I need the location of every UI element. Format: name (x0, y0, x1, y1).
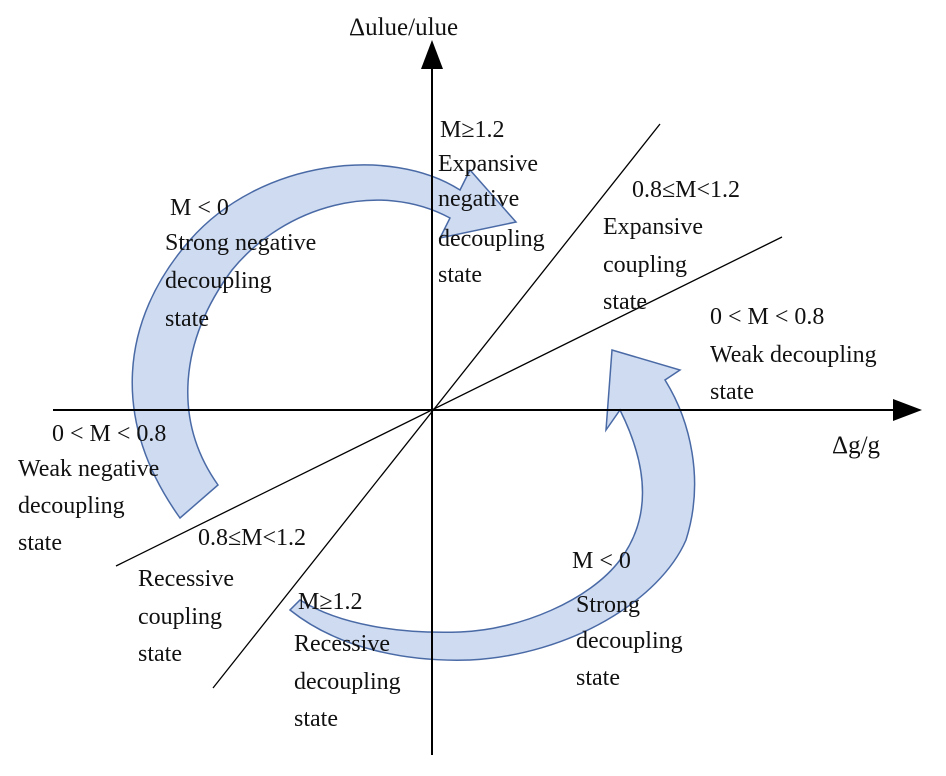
strong-negative-condition: M < 0 (170, 195, 229, 221)
expansive-negative-line4: state (438, 262, 482, 288)
weak-negative-condition: 0 < M < 0.8 (52, 421, 167, 447)
expansive-negative-condition: M≥1.2 (440, 117, 505, 143)
expansive-negative-line1: Expansive (438, 151, 538, 177)
boundary-line-shallow (115, 236, 783, 567)
recessive-coupling-condition: 0.8≤M<1.2 (198, 525, 307, 551)
strong-decoupling-line3: state (576, 665, 620, 691)
expansive-coupling-condition: 0.8≤M<1.2 (632, 177, 741, 203)
recessive-decoupling-condition: M≥1.2 (298, 589, 363, 615)
strong-decoupling-line2: decoupling (576, 628, 683, 654)
recessive-decoupling-line3: state (294, 706, 338, 732)
recessive-coupling-line3: state (138, 641, 182, 667)
expansive-negative-line3: decoupling (438, 226, 545, 252)
recessive-coupling-line2: coupling (138, 604, 222, 630)
y-axis-label: Δulue/ulue (349, 14, 459, 41)
x-axis-label: Δg/g (832, 432, 881, 459)
boundary-line-steep (212, 123, 661, 689)
recessive-decoupling-line1: Recessive (294, 631, 390, 657)
weak-decoupling-condition: 0 < M < 0.8 (710, 304, 825, 330)
strong-decoupling-condition: M < 0 (572, 548, 631, 574)
weak-negative-line3: state (18, 530, 62, 556)
x-axis-arrowhead (893, 399, 922, 421)
strong-negative-line2: decoupling (165, 268, 272, 294)
expansive-coupling-line2: coupling (603, 252, 687, 278)
expansive-negative-line2: negative (438, 186, 520, 212)
weak-decoupling-line1: Weak decoupling (710, 342, 877, 368)
weak-decoupling-line2: state (710, 379, 754, 405)
cycle-arrow-top (131, 164, 518, 520)
strong-negative-line1: Strong negative (165, 230, 317, 256)
weak-negative-line2: decoupling (18, 493, 125, 519)
strong-negative-line3: state (165, 306, 209, 332)
weak-negative-line1: Weak negative (18, 456, 160, 482)
cycle-arrow-bottom (288, 349, 696, 661)
y-axis-arrowhead (421, 40, 443, 69)
strong-decoupling-line1: Strong (576, 592, 641, 618)
expansive-coupling-line3: state (603, 289, 647, 315)
recessive-decoupling-line2: decoupling (294, 669, 401, 695)
expansive-coupling-line1: Expansive (603, 214, 703, 240)
recessive-coupling-line1: Recessive (138, 566, 234, 592)
